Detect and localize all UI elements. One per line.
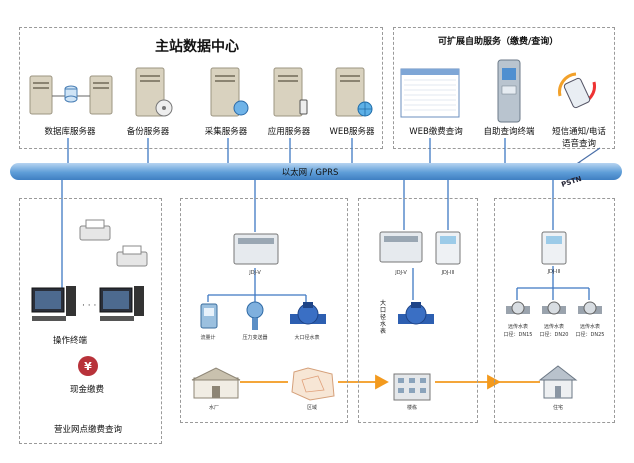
site-label: 楼栋 — [406, 405, 417, 411]
meter-label: 大口径水表 — [294, 335, 320, 341]
meter-label: 流量计 — [200, 335, 216, 341]
business-office-title: 营业网点缴费查询 — [53, 425, 122, 435]
web-payment-screen-icon — [400, 68, 460, 122]
cash-payment-icon: ¥ — [76, 354, 100, 382]
concentrator-label: JDJ-III — [441, 270, 455, 276]
large-water-meter-icon — [396, 300, 436, 336]
ethernet-gprs-bus — [10, 163, 622, 180]
terminal-label: 操作终端 — [52, 336, 87, 346]
building-icon — [392, 368, 432, 406]
svg-text:¥: ¥ — [84, 360, 92, 373]
remote-water-meter-icon — [504, 300, 532, 322]
concentrator-icon — [232, 232, 280, 270]
waterworks-panel — [180, 198, 348, 423]
self-service-title: 可扩展自助服务（缴费/查询） — [438, 37, 559, 47]
residence-icon — [538, 364, 578, 404]
building-panel — [358, 198, 478, 423]
kiosk-label: 自助查询终端 — [483, 127, 535, 137]
concentrator-icon — [378, 230, 424, 268]
self-service-kiosk-icon — [494, 58, 524, 128]
server-label: 数据库服务器 — [44, 127, 96, 137]
server-label: 应用服务器 — [267, 127, 311, 137]
remote-meter-name: 远传水表 — [543, 324, 564, 330]
district-map-icon — [288, 366, 338, 406]
cash-payment-label: 现金缴费 — [69, 385, 104, 395]
receipt-printer-icon — [78, 218, 112, 246]
collection-server-icon — [205, 66, 251, 124]
business-office-panel — [19, 198, 162, 444]
site-label: 住宅 — [552, 405, 563, 411]
waterworks-plant-icon — [190, 366, 242, 406]
remote-water-meter-icon — [540, 300, 568, 322]
meter-label: 压力变送器 — [242, 335, 268, 341]
concentrator-iii-icon — [434, 230, 462, 270]
flow-meter-icon — [198, 302, 220, 336]
application-server-icon — [268, 66, 314, 124]
remote-meter-name: 远传水表 — [507, 324, 528, 330]
building-meter-label: 大口径水表 — [380, 300, 388, 335]
server-label: WEB服务器 — [329, 127, 375, 137]
remote-water-meter-icon — [576, 300, 604, 322]
concentrator-label: JDJ-V — [395, 270, 407, 276]
remote-meter-sub: 口径：DN15 — [503, 332, 533, 338]
sms-phone-icon — [552, 66, 602, 116]
main-data-center-panel — [19, 27, 383, 149]
remote-meter-sub: 口径：DN25 — [575, 332, 605, 338]
main-center-title: 主站数据中心 — [155, 39, 239, 55]
web-payment-label: WEB缴费查询 — [409, 127, 463, 137]
self-service-panel — [393, 27, 615, 149]
remote-meter-sub: 口径：DN20 — [539, 332, 569, 338]
residence-panel — [494, 198, 615, 423]
concentrator-label: JDJ-III — [547, 269, 561, 275]
database-server-icon — [28, 72, 120, 122]
svg-text:· · ·: · · · — [82, 301, 96, 311]
server-label: 备份服务器 — [126, 127, 170, 137]
concentrator-label: JDJ-V — [249, 270, 261, 276]
server-label: 采集服务器 — [204, 127, 248, 137]
web-server-icon — [330, 66, 376, 124]
site-label: 水厂 — [208, 405, 219, 411]
remote-meter-name: 远传水表 — [579, 324, 600, 330]
backup-server-icon — [130, 66, 176, 124]
sms-label-line2: 语音查询 — [561, 139, 596, 149]
bus-label: 以太网 / GPRS — [281, 168, 339, 178]
receipt-printer-icon — [115, 244, 149, 272]
concentrator-iii-icon — [540, 230, 568, 270]
operation-terminal-icon: · · · — [28, 282, 148, 330]
large-water-meter-icon — [288, 300, 328, 336]
site-label: 区域 — [306, 405, 317, 411]
pressure-transmitter-icon — [244, 300, 266, 336]
building-meter-text: 大口径水表 — [380, 300, 387, 335]
sms-label-line1: 短信通知/电话 — [552, 127, 606, 137]
